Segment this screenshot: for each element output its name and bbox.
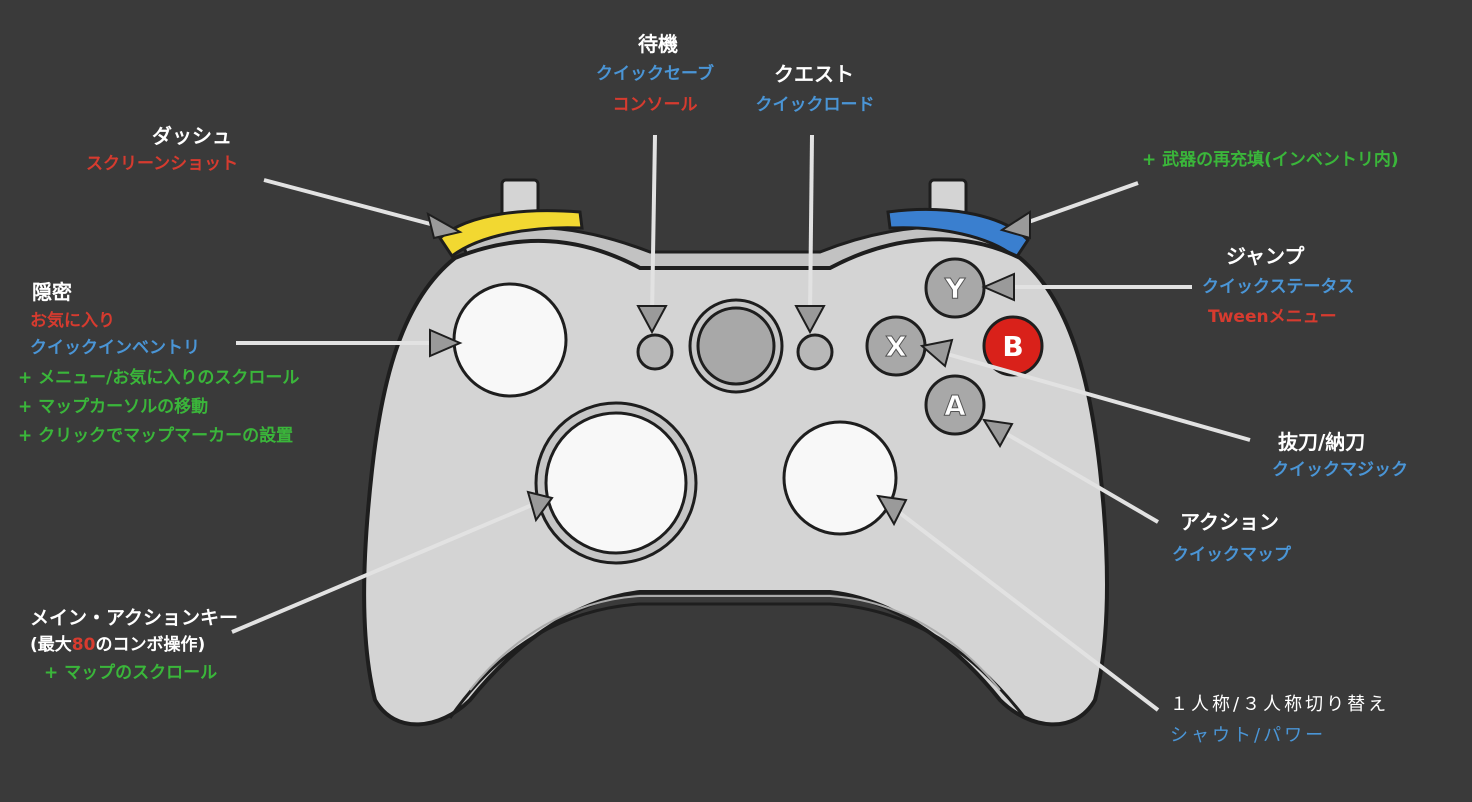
- arrowhead-back: [636, 305, 668, 335]
- arrowhead-right-stick: [876, 494, 908, 527]
- arrow-heads: [426, 210, 1031, 527]
- back-title: 待機: [638, 32, 678, 56]
- start-sub-quickload: クイックロード: [755, 95, 875, 115]
- dpad-title: メイン・アクションキー: [30, 607, 239, 629]
- controller-bottom-contour: [448, 602, 1027, 719]
- ls-title: 隠密: [32, 280, 72, 304]
- rb-title: + 武器の再充填(インベントリ内): [1142, 150, 1399, 170]
- arrowhead-a: [982, 418, 1014, 448]
- callout-a: [998, 428, 1160, 524]
- callout-lines: [231, 134, 1251, 712]
- arrowhead-left-stick: [429, 328, 463, 358]
- arrowhead-y: [981, 272, 1015, 302]
- y-sub-quickstatus: クイックステータス: [1202, 277, 1355, 297]
- a-button: [924, 374, 986, 436]
- ls-sub-map-marker: + クリックでマップマーカーの設置: [18, 426, 294, 446]
- callout-right-stick: [894, 508, 1160, 712]
- callout-back: [650, 134, 657, 317]
- arrowhead-rb: [999, 210, 1031, 240]
- lb-title: ダッシュ: [152, 124, 232, 148]
- arrowhead-x: [919, 338, 954, 368]
- ls-sub-quickinventory: クイックインベントリ: [30, 338, 200, 358]
- x-title: 抜刀/納刀: [1278, 430, 1366, 454]
- controller-inner-contour: [469, 595, 1001, 691]
- start-button: [796, 333, 834, 371]
- right-stick: [782, 420, 898, 536]
- lb-sub-screenshot: スクリーンショット: [86, 154, 239, 174]
- rs-sub-shout: シャウト/パワー: [1170, 725, 1327, 746]
- rs-title: １人称/３人称切り替え: [1170, 694, 1390, 715]
- right-bumper: [886, 207, 1030, 261]
- a-title: アクション: [1180, 510, 1279, 534]
- a-button-letter: A: [944, 389, 966, 422]
- callout-dpad: [231, 503, 533, 634]
- left-stick: [452, 282, 568, 398]
- dpad-sub-mapscroll: + マップのスクロール: [44, 663, 218, 683]
- y-title: ジャンプ: [1226, 244, 1305, 268]
- x-button-letter: X: [885, 330, 907, 363]
- arrowhead-dpad: [526, 490, 554, 523]
- back-sub-console: コンソール: [612, 95, 698, 115]
- y-button-letter: Y: [944, 272, 966, 305]
- ls-sub-map-cursor: + マップカーソルの移動: [18, 397, 209, 417]
- callout-rb: [1019, 181, 1139, 227]
- dpad: [544, 411, 688, 555]
- dpad-sub-combo-post: のコンボ操作): [95, 635, 206, 655]
- back-sub-quicksave: クイックセーブ: [596, 64, 714, 84]
- b-button-letter: B: [1002, 330, 1023, 363]
- ls-sub-favorites: お気に入り: [30, 311, 115, 331]
- dpad-sub-combo-pre: (最大: [30, 635, 72, 655]
- arrowhead-lb: [426, 211, 463, 240]
- dpad-sub-combo: (最大80のコンボ操作): [30, 637, 205, 654]
- left-bumper: [438, 209, 584, 259]
- callout-x: [939, 350, 1251, 442]
- arrowhead-start: [794, 305, 826, 335]
- dpad-sub-combo-num: 80: [71, 635, 96, 655]
- b-button: [982, 315, 1044, 377]
- callout-lb: [263, 178, 439, 228]
- a-sub-quickmap: クイックマップ: [1172, 545, 1291, 565]
- callout-start: [808, 134, 814, 317]
- x-sub-quickmagic: クイックマジック: [1272, 460, 1408, 480]
- back-button: [636, 333, 674, 371]
- ls-sub-menu-scroll: + メニュー/お気に入りのスクロール: [18, 368, 300, 388]
- guide-button: [696, 306, 776, 386]
- y-sub-tweenmenu: Tweenメニュー: [1208, 307, 1337, 327]
- start-title: クエスト: [774, 62, 854, 86]
